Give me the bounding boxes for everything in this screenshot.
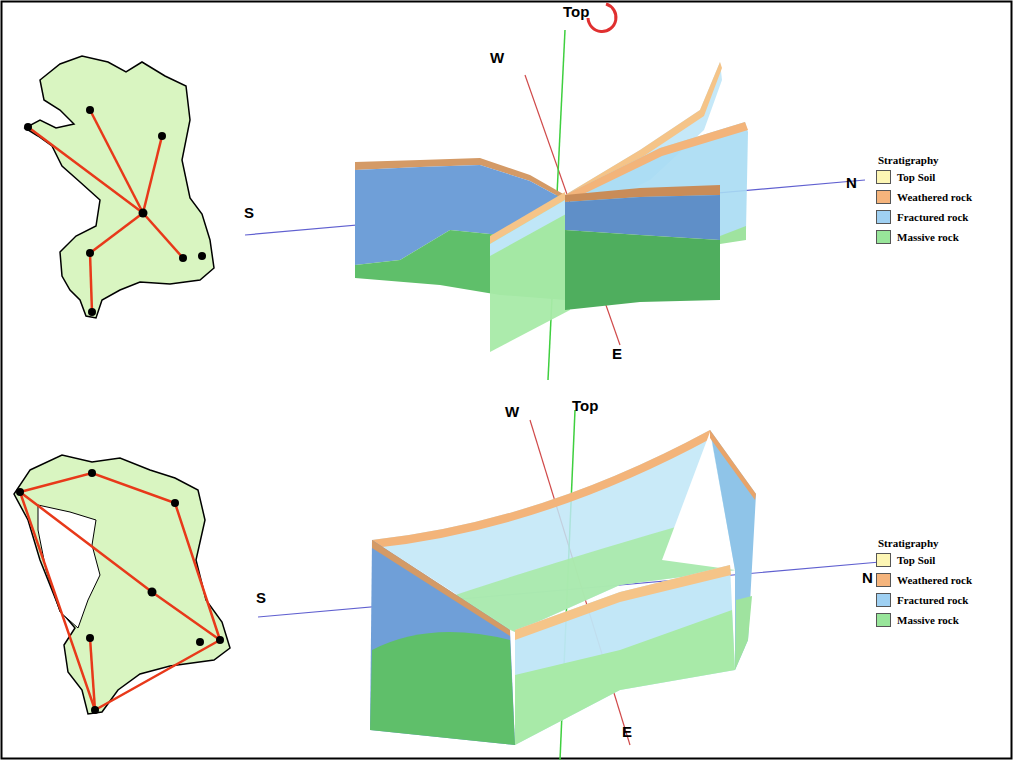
legend-swatch <box>876 210 891 224</box>
legend-swatch <box>876 230 891 244</box>
legend-swatch <box>876 170 891 184</box>
legend-swatch <box>876 613 891 627</box>
legend-swatch <box>876 553 891 567</box>
legend-row: Weathered rock <box>876 573 972 587</box>
axis-label: S <box>244 205 254 220</box>
legend-row: Top Soil <box>876 553 935 567</box>
axis-label: W <box>490 50 504 65</box>
axis-label: W <box>505 404 519 419</box>
legend-swatch <box>876 573 891 587</box>
legend-title: Stratigraphy <box>878 155 939 166</box>
legend-swatch <box>876 593 891 607</box>
map-2 <box>14 455 230 714</box>
legend-row: Weathered rock <box>876 190 972 204</box>
legend-row: Fractured rock <box>876 593 968 607</box>
legend-text: Top Soil <box>897 554 935 566</box>
axis-label: Top <box>563 4 589 19</box>
legend-row: Massive rock <box>876 230 959 244</box>
map-1 <box>24 56 214 318</box>
fence-diagram-2 <box>258 410 880 760</box>
legend-title: Stratigraphy <box>878 538 939 549</box>
legend-row: Top Soil <box>876 170 935 184</box>
axis-label: S <box>256 590 266 605</box>
legend-text: Massive rock <box>897 614 959 626</box>
legend-text: Weathered rock <box>897 574 972 586</box>
legend-text: Fractured rock <box>897 594 968 606</box>
axis-label: N <box>862 570 873 585</box>
axis-label: Top <box>572 398 598 413</box>
fence-diagram-1 <box>245 30 865 380</box>
legend-swatch <box>876 190 891 204</box>
axis-label: N <box>846 175 857 190</box>
legend-row: Fractured rock <box>876 210 968 224</box>
legend-text: Fractured rock <box>897 211 968 223</box>
axis-label: E <box>612 346 622 361</box>
legend-text: Weathered rock <box>897 191 972 203</box>
axis-label: E <box>622 724 632 739</box>
legend-text: Massive rock <box>897 231 959 243</box>
legend-text: Top Soil <box>897 171 935 183</box>
legend-row: Massive rock <box>876 613 959 627</box>
